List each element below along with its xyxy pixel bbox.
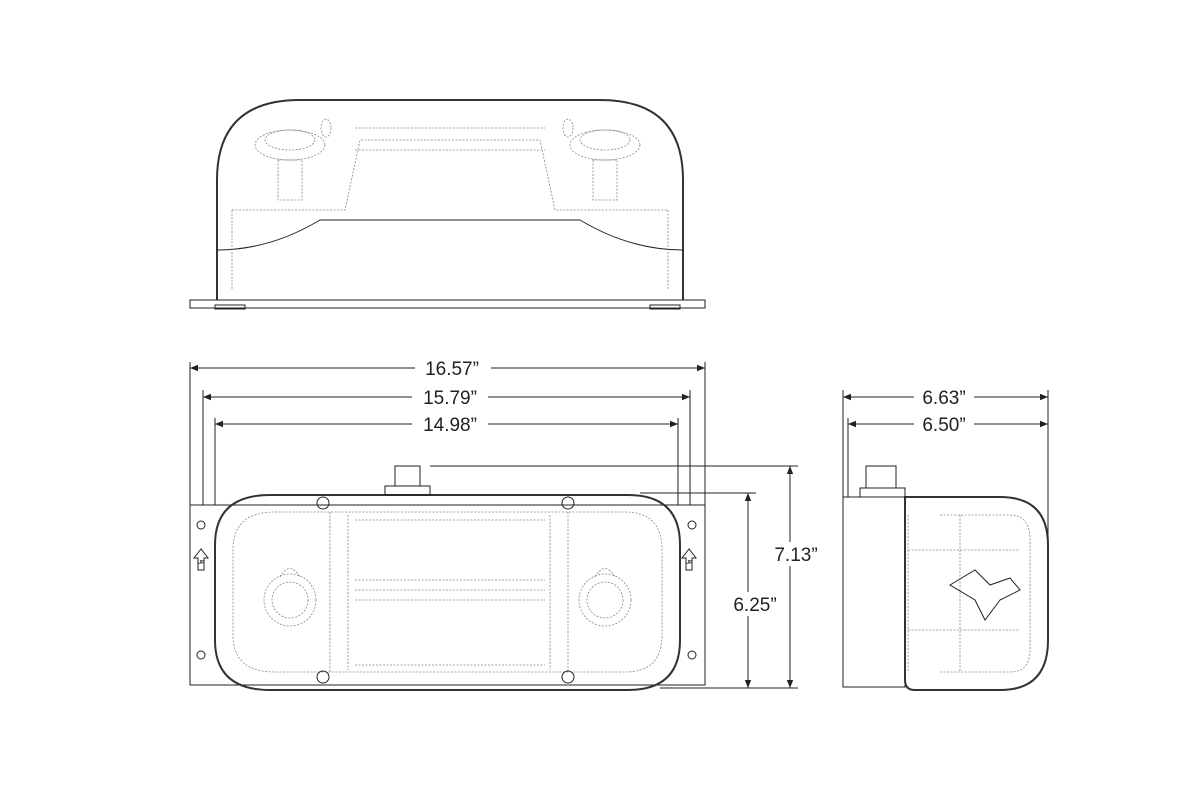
top-view (189, 99, 706, 310)
dim-body-height: 6.25” (733, 595, 776, 616)
dim-side-body-depth: 6.50” (922, 415, 965, 436)
dim-overall-height: 7.13” (774, 545, 817, 566)
nozzle-left (263, 568, 317, 627)
up-arrow-icon-left: UP (192, 548, 210, 571)
up-arrow-icon-right: UP (680, 548, 698, 571)
nozzle-right (578, 568, 632, 627)
dim-side-overall-depth: 6.63” (922, 388, 965, 409)
keyhole-slots (196, 520, 697, 660)
up-label-left: UP (198, 560, 206, 566)
front-view: UP UP (189, 465, 706, 691)
nozzle-left (254, 118, 332, 201)
dimension-lines: 16.57” 15.79” 14.98” 7.13” 6.25” 6.63” 6… (189, 355, 1049, 689)
nozzle-right (562, 118, 641, 201)
dim-overall-width: 16.57” (425, 359, 479, 380)
side-view (842, 465, 1049, 691)
dim-inner-width: 14.98” (423, 415, 477, 436)
dim-mid-width: 15.79” (423, 388, 477, 409)
up-label-right: UP (686, 560, 694, 566)
